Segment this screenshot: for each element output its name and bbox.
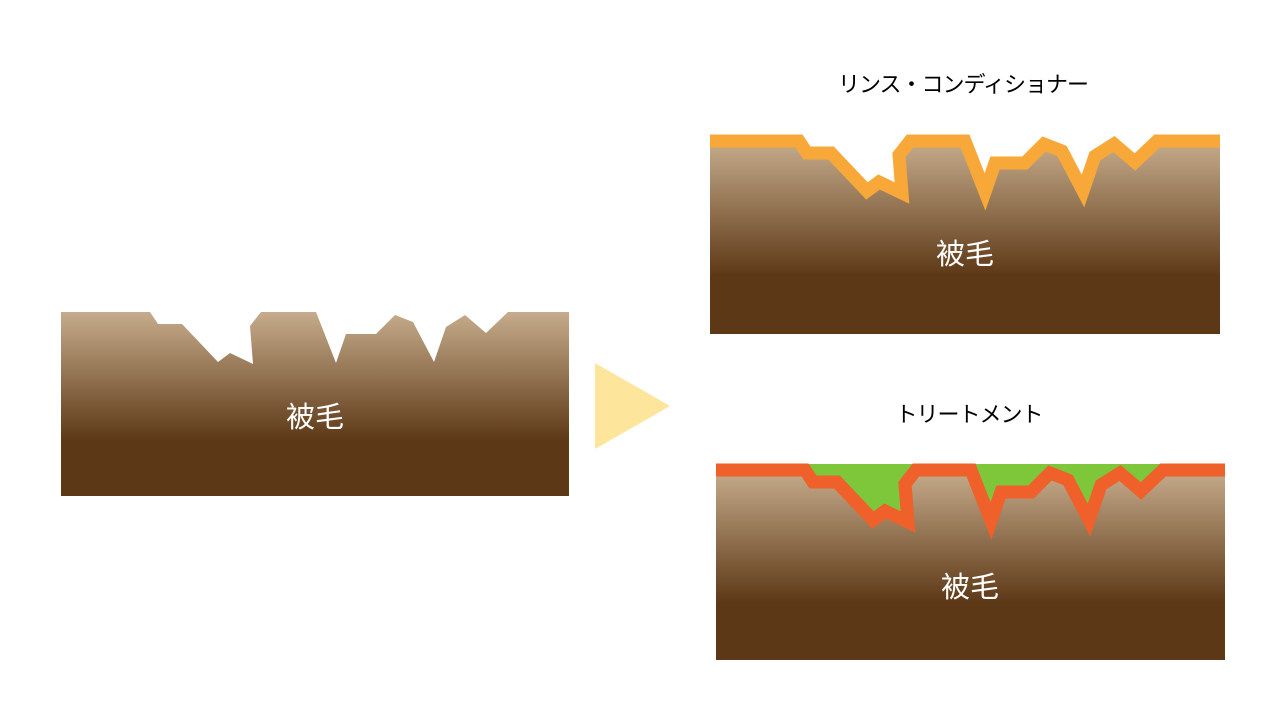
rinse-hair-body-label: 被毛 [936,237,994,271]
treatment-title: トリートメント [895,403,1042,428]
damaged-hair-panel: 被毛 [61,312,569,496]
rinse-conditioner-title: リンス・コンディショナー [838,73,1088,98]
treatment-panel: トリートメント 被毛 [716,403,1225,660]
arrow-right-icon [595,363,670,449]
hair-body-label: 被毛 [286,400,344,434]
rinse-hair-body [710,141,1220,334]
damaged-hair-cuticle [61,312,569,496]
treatment-coating [716,463,1225,540]
rinse-conditioner-panel: リンス・コンディショナー 被毛 [710,73,1220,334]
treatment-hair-body-label: 被毛 [941,570,999,604]
treatment-hair-body [716,470,1225,660]
conditioner-coating [710,134,1220,211]
